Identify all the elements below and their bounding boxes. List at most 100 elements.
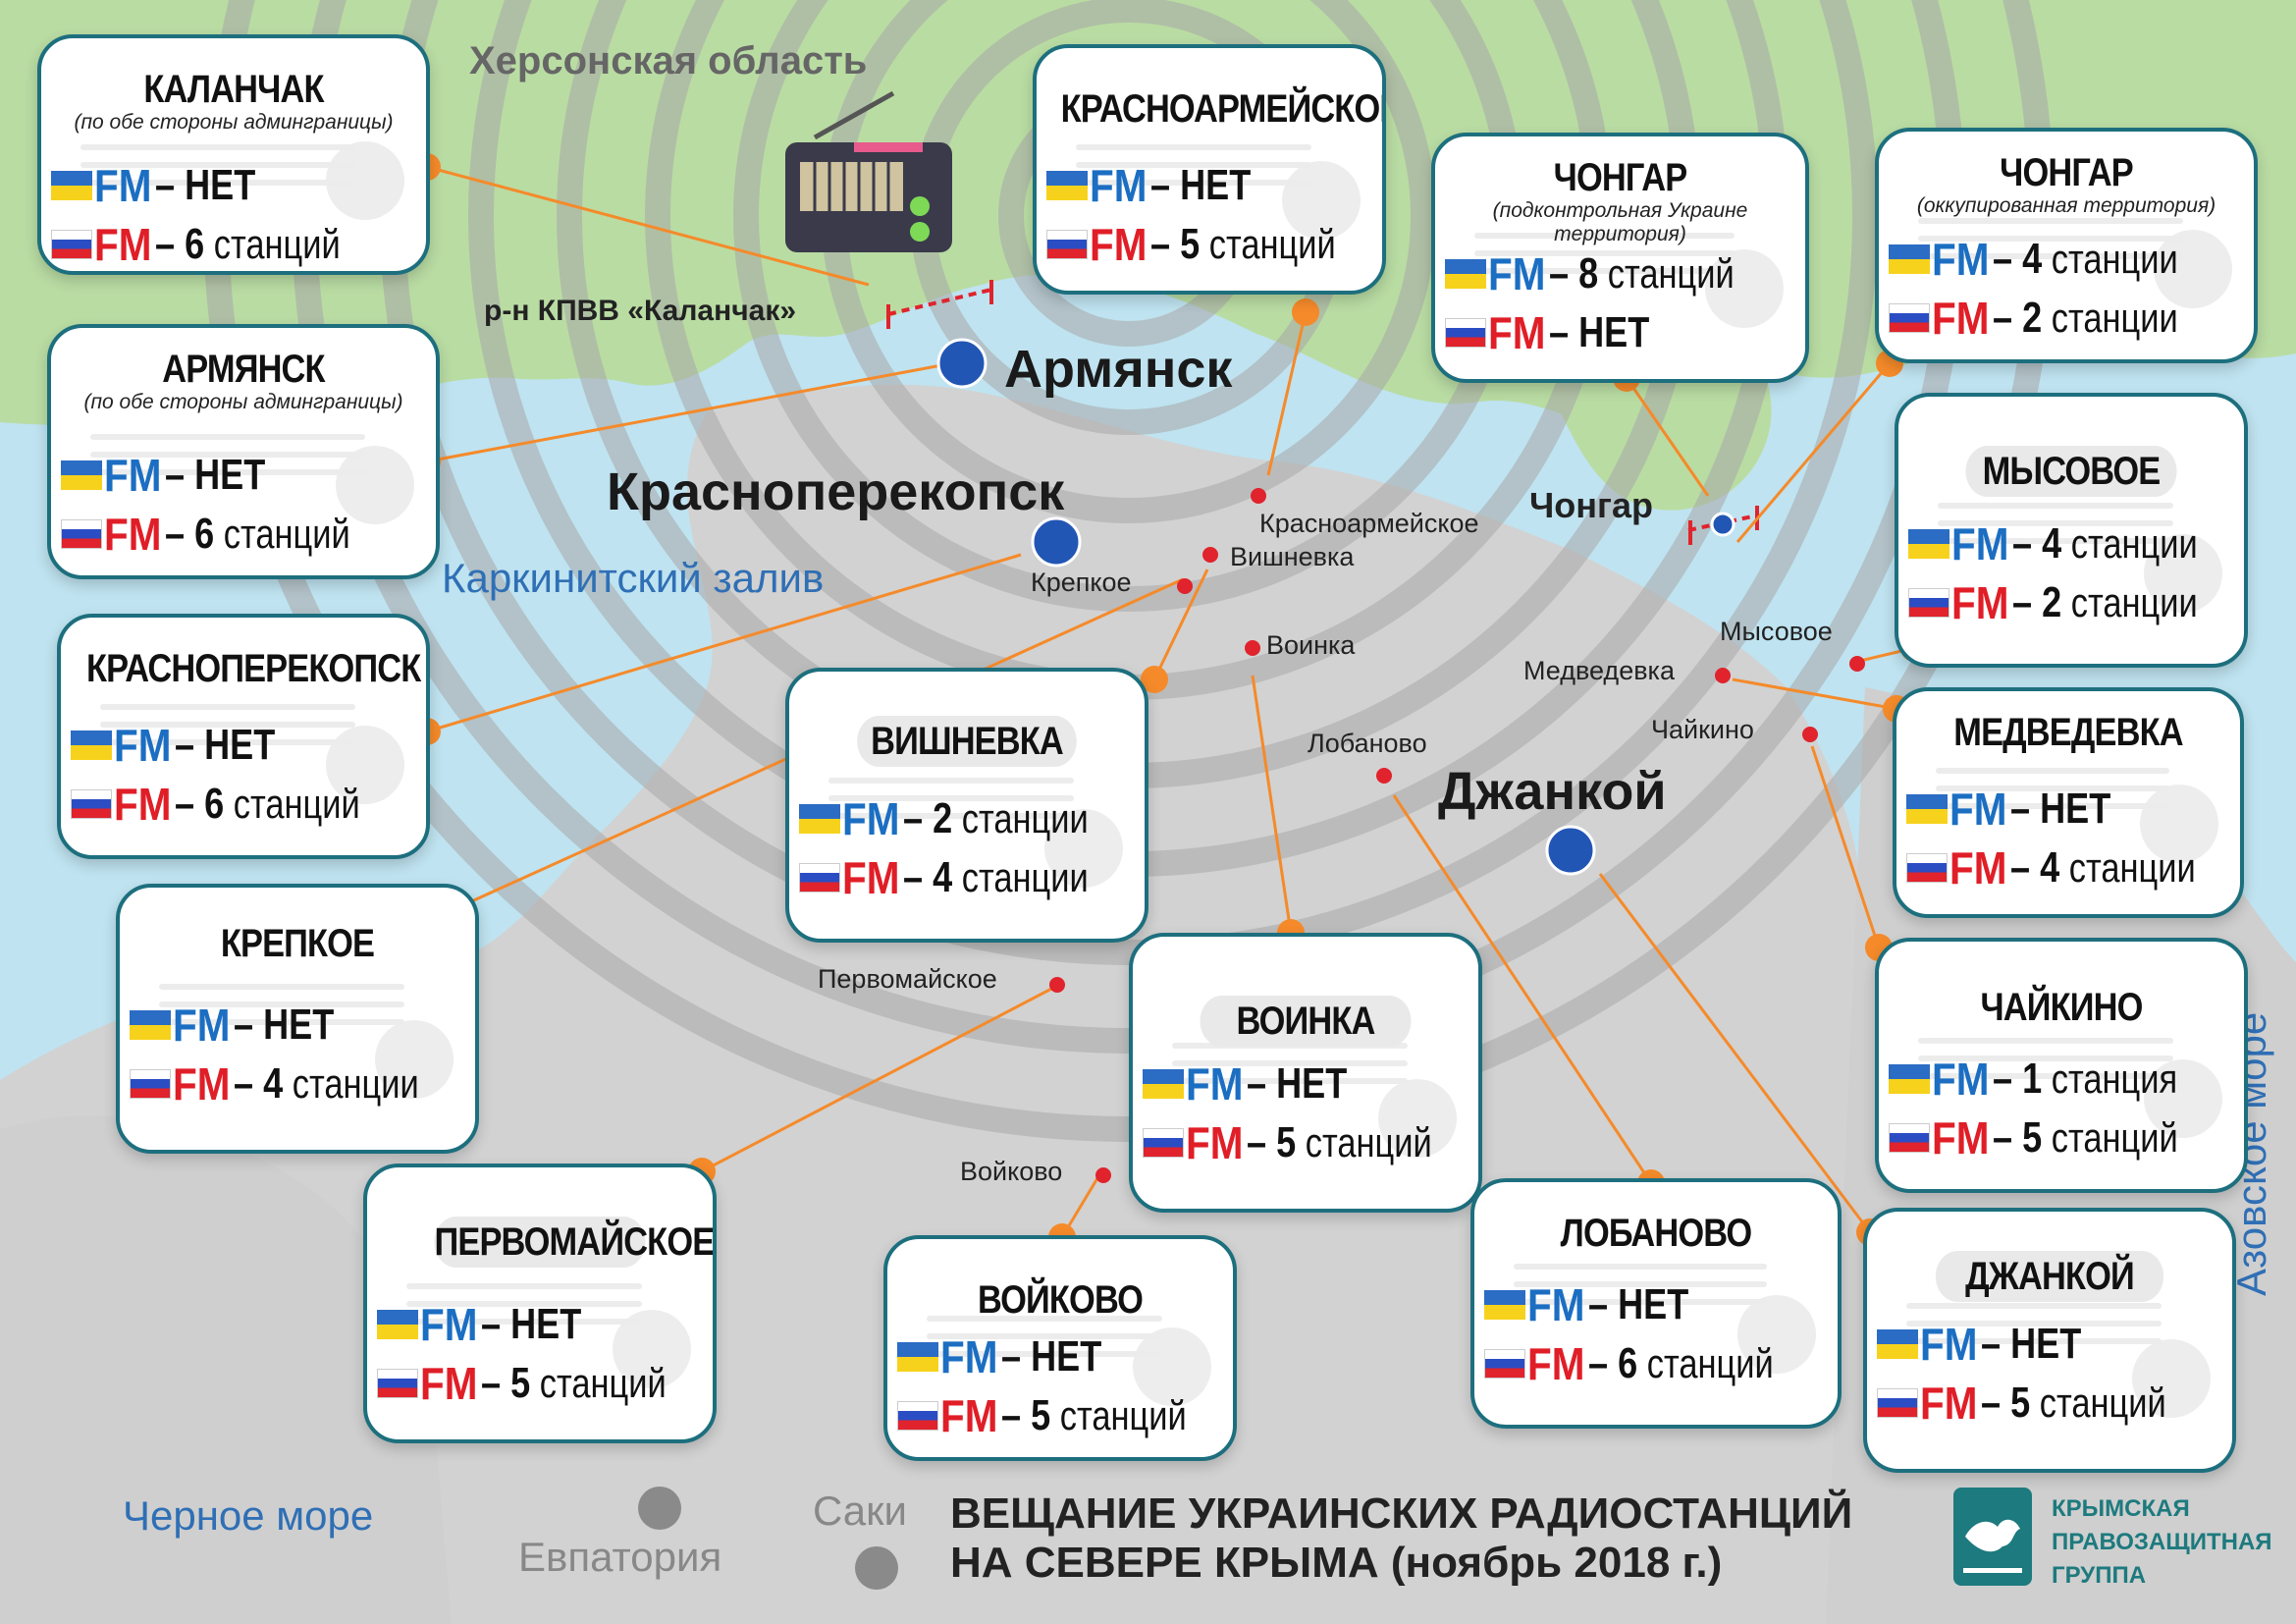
station-unit: станции: [952, 795, 1089, 841]
vishnevka-label: Вишневка: [1230, 542, 1355, 571]
card-title: ВИШНЕВКА: [857, 716, 1077, 767]
fm-label: FM: [1488, 248, 1546, 299]
russia-flag-icon: [1445, 318, 1486, 348]
decor-line: [159, 984, 404, 990]
ukraine-flag-icon: [1906, 794, 1948, 824]
station-unit: станции: [2042, 295, 2178, 341]
chongar-label: Чонгар: [1529, 485, 1654, 525]
fm-label: FM: [173, 1000, 231, 1051]
ru-fm-row: FM – 5 станций: [1143, 1113, 1472, 1172]
station-unit: станций: [1296, 1119, 1432, 1165]
station-count: – НЕТ: [1150, 161, 1252, 209]
decor-circle: [1044, 809, 1123, 888]
decor-line: [406, 1301, 642, 1307]
station-count: – НЕТ: [165, 451, 266, 499]
russia-flag-icon: [1484, 1349, 1525, 1379]
station-card: КРЕПКОЕ FM – НЕТ FM – 4 станции: [116, 884, 479, 1154]
card-title: ЧАЙКИНО: [1980, 986, 2143, 1029]
fm-label: FM: [1186, 1058, 1244, 1110]
card-title: КРАСНОПЕРЕКОПСК: [86, 647, 421, 690]
fm-label: FM: [1949, 784, 2007, 835]
station-unit: станций: [2042, 1114, 2178, 1161]
ukraine-flag-icon: [1877, 1329, 1918, 1359]
russia-flag-icon: [61, 519, 102, 549]
station-unit: станции: [2059, 844, 2196, 891]
fm-label: FM: [94, 219, 152, 270]
ru-fm-row: FM – 6 станций: [1484, 1334, 1814, 1393]
station-count: – НЕТ: [234, 1001, 335, 1049]
station-unit: станций: [1598, 250, 1735, 297]
decor-circle: [1378, 1079, 1457, 1158]
station-unit: станций: [1200, 221, 1336, 267]
decor-circle: [1282, 161, 1361, 240]
ru-fm-row: FM – 2 станции: [1889, 289, 2218, 348]
card-title: ПЕРВОМАЙСКОЕ: [434, 1217, 713, 1268]
decor-line: [100, 739, 355, 745]
station-count: – 2 станции: [2012, 578, 2198, 626]
kpvv-border-marker: [887, 288, 992, 316]
decor-line: [1938, 520, 2173, 526]
decor-circle: [326, 726, 404, 804]
station-count: – 8 станций: [1549, 249, 1735, 298]
station-unit: станций: [530, 1360, 667, 1406]
ru-fm-row: FM – 6 станций: [51, 215, 381, 271]
card-title: КРЕПКОЕ: [220, 922, 375, 965]
ukraine-flag-icon: [897, 1342, 938, 1372]
fm-label: FM: [1920, 1319, 1978, 1370]
card-title: МЕДВЕДЕВКА: [1953, 711, 2183, 754]
ua-fm-row: FM – НЕТ: [51, 156, 381, 215]
station-count: – 5 станций: [1001, 1391, 1187, 1439]
card-title: КРАСНОАРМЕЙСКОЕ: [1060, 87, 1386, 131]
station-count: – НЕТ: [1588, 1280, 1689, 1328]
station-unit: станций: [1637, 1340, 1774, 1386]
station-card: АРМЯНСК(по обе стороны админграницы)FM –…: [47, 324, 440, 579]
fm-label: FM: [1951, 518, 2009, 569]
decor-line: [1936, 768, 2169, 774]
decor-line: [1514, 1299, 1767, 1305]
ukraine-flag-icon: [377, 1310, 418, 1339]
fm-label: FM: [1527, 1279, 1585, 1330]
station-unit: станций: [214, 511, 350, 557]
krepkoe-label: Крепкое: [1031, 568, 1132, 597]
decor-circle: [2144, 534, 2222, 613]
ukraine-flag-icon: [1046, 171, 1088, 200]
decor-line: [1936, 803, 2169, 809]
card-rows: FM – НЕТ FM – 6 станций: [1484, 1275, 1814, 1393]
station-count: – НЕТ: [175, 721, 276, 769]
lobanovo-label: Лобаново: [1308, 729, 1427, 758]
ru-fm-row: FM – 5 станций: [377, 1354, 707, 1413]
card-title: ЧОНГАР: [1553, 156, 1688, 199]
card-title: ЛОБАНОВО: [1560, 1212, 1752, 1255]
station-count: – 5 станций: [1993, 1113, 2178, 1162]
ua-fm-row: FM – НЕТ: [1046, 156, 1376, 215]
ukraine-flag-icon: [130, 1010, 171, 1040]
station-count: – 4 станции: [234, 1059, 419, 1108]
ru-fm-row: FM – 4 станции: [130, 1055, 459, 1113]
ukraine-flag-icon: [1445, 259, 1486, 289]
decor-line: [80, 180, 355, 186]
ru-fm-row: FM – 5 станций: [1877, 1374, 2207, 1433]
ru-fm-row: FM – 5 станций: [1046, 215, 1376, 274]
city-dzhankoy-label: Джанкой: [1438, 762, 1667, 821]
infographic-title-line1: ВЕЩАНИЕ УКРАИНСКИХ РАДИОСТАНЦИЙ: [950, 1489, 1853, 1538]
decor-line: [1514, 1264, 1767, 1270]
fm-label: FM: [114, 779, 172, 830]
card-subtitle: (оккупированная территория): [1916, 194, 2216, 217]
fm-label: FM: [114, 720, 172, 771]
station-count: – 6 станций: [155, 220, 341, 268]
fm-label: FM: [1932, 1054, 1990, 1105]
decor-line: [1906, 1303, 2162, 1309]
fm-label: FM: [1932, 293, 1990, 344]
decor-circle: [375, 1020, 454, 1099]
krasnoarm-label: Красноармейское: [1259, 509, 1479, 538]
card-title: АРМЯНСК: [162, 348, 325, 391]
decor-circle: [336, 446, 414, 524]
card-title: ВОЙКОВО: [978, 1278, 1144, 1322]
